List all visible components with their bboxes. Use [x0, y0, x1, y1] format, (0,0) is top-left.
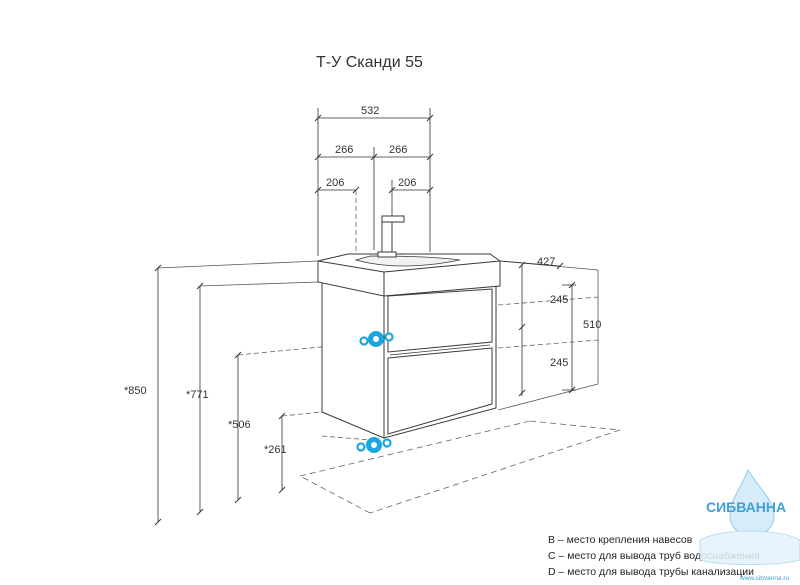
- dim-total-width: 532: [361, 105, 379, 117]
- brand-logo: СИБВАННА www.sibvanna.ru: [699, 468, 800, 582]
- dim-mount-right: 206: [398, 177, 416, 189]
- washbasin: [317, 253, 501, 297]
- dim-drawer-bottom: 245: [550, 357, 568, 369]
- vanity-cabinet: [321, 279, 497, 439]
- left-height-ticks: [154, 264, 286, 526]
- right-dimensions: [499, 260, 576, 396]
- faucet: [377, 215, 405, 258]
- dim-module-height: 510: [583, 319, 601, 331]
- brand-name: СИБВАННА: [706, 499, 786, 515]
- floor-outline: [299, 420, 621, 514]
- dim-height-b: *506: [228, 419, 251, 431]
- drawing-title: Т-У Сканди 55: [316, 54, 423, 71]
- legend-item-b: B – место крепления навесов: [548, 534, 693, 546]
- dim-height-top: *771: [186, 389, 209, 401]
- dim-height-d: *261: [264, 444, 287, 456]
- brand-url: www.sibvanna.ru: [739, 575, 790, 582]
- dim-half-width-left: 266: [335, 144, 353, 156]
- right-dimension-ticks: [518, 261, 576, 397]
- dim-mount-left: 206: [326, 177, 344, 189]
- dim-depth: 427: [537, 256, 555, 268]
- left-height-dimensions: [157, 268, 283, 522]
- legend-item-d: D – место для вывода трубы канализации: [548, 566, 754, 578]
- dim-drawer-top: 245: [550, 294, 568, 306]
- marker-b-c: [359, 331, 394, 347]
- dim-height-total: *850: [124, 385, 147, 397]
- top-dimension-ticks: [314, 114, 434, 194]
- dim-half-width-right: 266: [389, 144, 407, 156]
- marker-d: [356, 437, 392, 453]
